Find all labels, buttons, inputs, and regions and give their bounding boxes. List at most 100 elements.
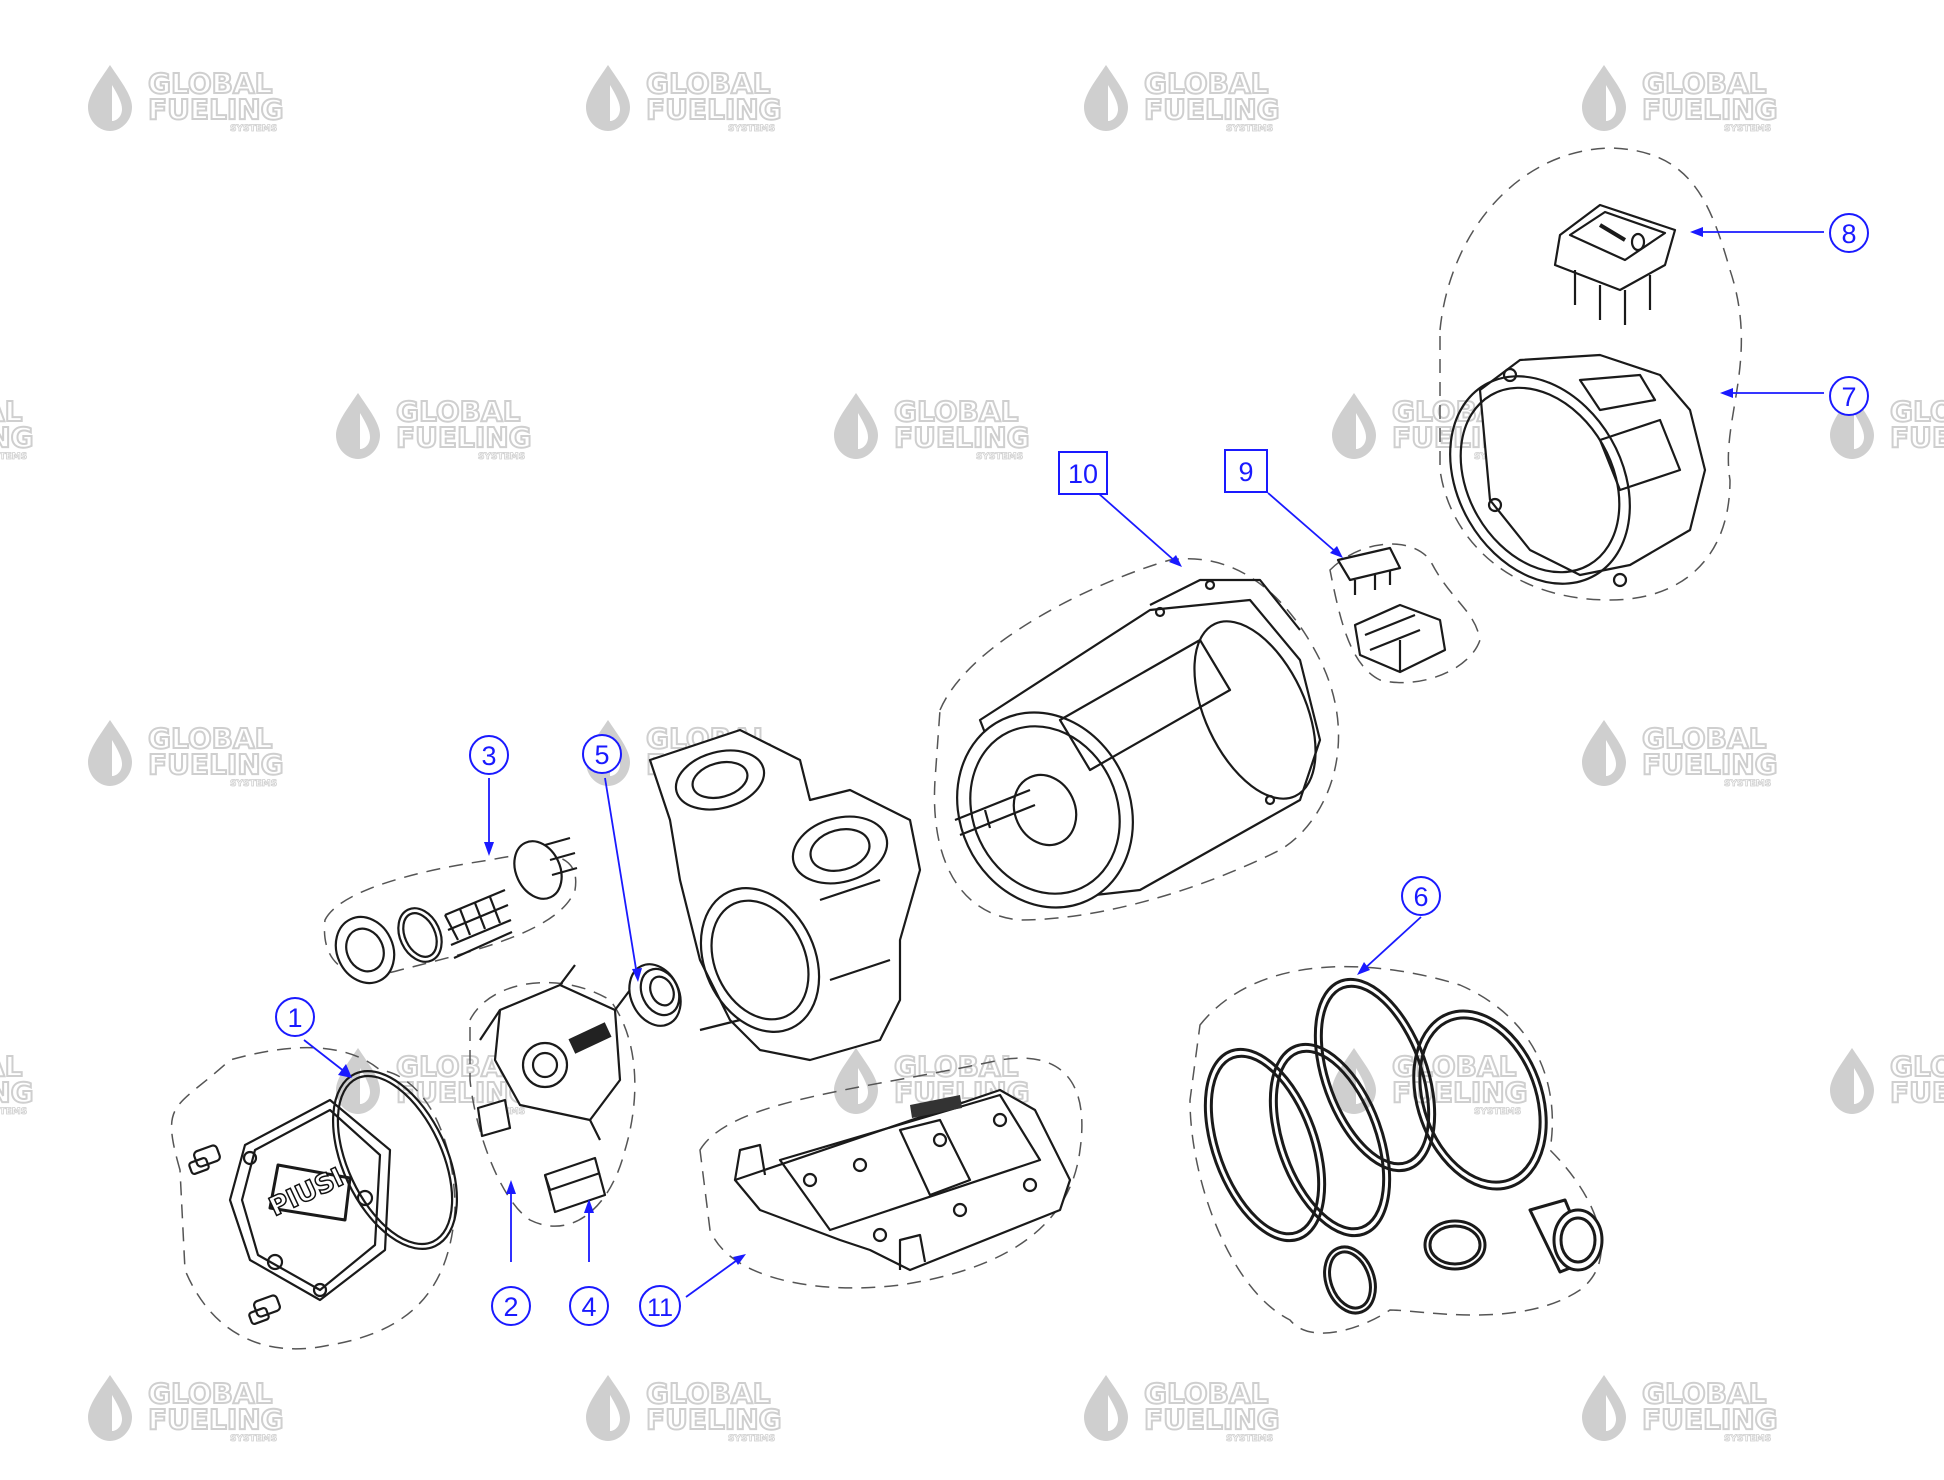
- callout-10-label: 10: [1068, 459, 1098, 489]
- watermark-text: SYSTEMS: [230, 124, 277, 134]
- callout-9-label: 9: [1238, 457, 1253, 487]
- group-outline-base: [699, 1057, 1083, 1289]
- droplet-icon: [336, 393, 380, 459]
- part-bearing: [628, 963, 682, 1027]
- callout-1-label: 1: [287, 1003, 302, 1033]
- part-base-bracket: [733, 1088, 1072, 1272]
- watermark-text: SYSTEMS: [1474, 1107, 1521, 1117]
- watermark-text: GLOBAL: [0, 1050, 23, 1083]
- watermark-text: GLOBAL: [148, 1377, 273, 1410]
- watermark-text: FUELING: [1890, 1076, 1944, 1109]
- droplet-icon: [586, 1375, 630, 1441]
- part-switch-box: [1449, 353, 1707, 588]
- watermark-text: GLOBAL: [0, 395, 23, 428]
- watermark-text: SYSTEMS: [1724, 1434, 1771, 1444]
- droplet-icon: [586, 65, 630, 131]
- callout-6-label: 6: [1413, 882, 1428, 912]
- callout-3: 3: [469, 735, 509, 775]
- watermark-text: SYSTEMS: [478, 452, 525, 462]
- callout-5-label: 5: [594, 740, 609, 770]
- callout-4-label: 4: [581, 1292, 596, 1322]
- droplet-icon: [1582, 720, 1626, 786]
- callout-9: 9: [1224, 449, 1268, 493]
- callout-2-label: 2: [503, 1292, 518, 1322]
- group-outline-terminal: [1329, 543, 1481, 684]
- parts-linework: [188, 203, 1707, 1325]
- droplet-icon: [1582, 1375, 1626, 1441]
- watermark-text: SYSTEMS: [230, 1434, 277, 1444]
- droplet-icon: [1830, 1048, 1874, 1114]
- callout-5: 5: [582, 734, 622, 774]
- droplet-icon: [336, 1048, 380, 1114]
- watermark-text: FUELING: [1890, 421, 1944, 454]
- watermark-text: FUELING: [1642, 1403, 1778, 1436]
- watermark-text: SYSTEMS: [1724, 124, 1771, 134]
- watermark-text: GLOBAL: [646, 67, 771, 100]
- droplet-icon: [1332, 393, 1376, 459]
- watermark-text: GLOBAL: [894, 395, 1019, 428]
- part-seal-kit: [1203, 977, 1604, 1315]
- watermark-text: SYSTEMS: [728, 124, 775, 134]
- watermark-text: FUELING: [1144, 93, 1280, 126]
- watermark-text: GLOBAL: [894, 1050, 1019, 1083]
- callout-8: 8: [1829, 213, 1869, 253]
- watermark-text: SYSTEMS: [230, 779, 277, 789]
- part-cover-plate: [228, 1098, 392, 1302]
- part-vane: [543, 1156, 607, 1214]
- watermark-text: FUELING: [0, 1076, 34, 1109]
- part-bypass-valve: [334, 836, 578, 985]
- watermark-text: GLOBAL: [1642, 1377, 1767, 1410]
- watermark-text: GLOBAL: [148, 722, 273, 755]
- watermark-text: GLOBAL: [396, 395, 521, 428]
- watermark-text: FUELING: [894, 421, 1030, 454]
- droplet-icon: [88, 720, 132, 786]
- callout-8-label: 8: [1841, 219, 1856, 249]
- group-outline-motor: [933, 558, 1340, 921]
- watermark-text: FUELING: [1642, 748, 1778, 781]
- part-cover-screws: [188, 1144, 281, 1325]
- watermark-text: GLOBAL: [1144, 67, 1269, 100]
- droplet-icon: [88, 65, 132, 131]
- group-outline-impeller: [469, 981, 636, 1227]
- watermark-text: GLOBAL: [1890, 395, 1944, 428]
- watermark-text: GLOBAL: [1890, 1050, 1944, 1083]
- callout-3-label: 3: [481, 741, 496, 771]
- watermark-text: SYSTEMS: [1226, 1434, 1273, 1444]
- part-cover-oring: [331, 1070, 459, 1250]
- callout-2: 2: [491, 1286, 531, 1326]
- part-terminal-clip: [1336, 546, 1402, 595]
- watermark-text: FUELING: [148, 1403, 284, 1436]
- callout-4: 4: [569, 1286, 609, 1326]
- callout-6: 6: [1401, 876, 1441, 916]
- callout-11-label: 11: [647, 1294, 673, 1322]
- watermark-text: GLOBAL: [1642, 67, 1767, 100]
- droplet-icon: [1084, 65, 1128, 131]
- watermark-text: FUELING: [1144, 1403, 1280, 1436]
- watermark-text: SYSTEMS: [728, 1434, 775, 1444]
- part-impeller: [476, 964, 631, 1141]
- watermark-text: SYSTEMS: [1724, 779, 1771, 789]
- droplet-icon: [88, 1375, 132, 1441]
- callout-leaders: [303, 231, 1824, 1298]
- callout-arrowheads: [338, 227, 1733, 1265]
- callout-7: 7: [1829, 376, 1869, 416]
- watermark-text: FUELING: [148, 748, 284, 781]
- callout-7-label: 7: [1841, 382, 1856, 412]
- part-rocker-switch: [1553, 203, 1677, 325]
- watermark-text: FUELING: [1642, 93, 1778, 126]
- watermark-text: FUELING: [396, 421, 532, 454]
- callout-11: 11: [639, 1285, 681, 1327]
- callout-1: 1: [275, 997, 315, 1037]
